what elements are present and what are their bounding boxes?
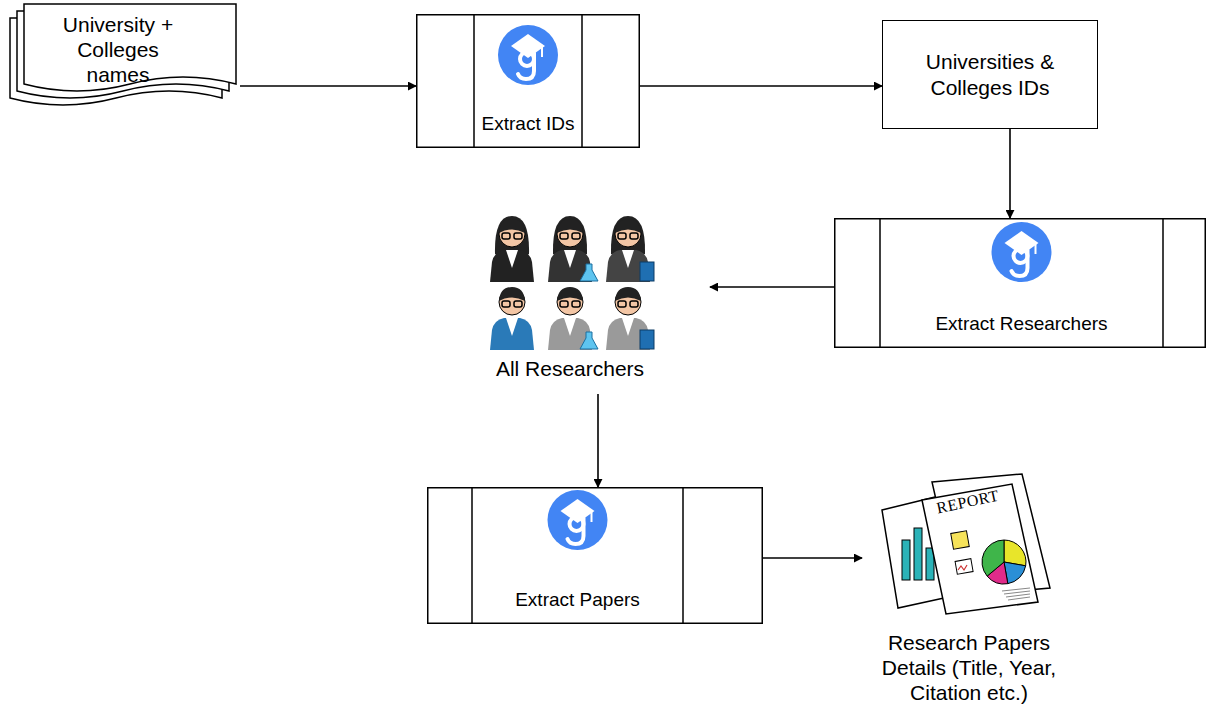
flow-arrow bbox=[240, 85, 416, 87]
node-label: Extract Papers bbox=[472, 589, 683, 612]
researchers-group: All Researchers bbox=[470, 206, 710, 394]
flow-arrow bbox=[597, 394, 599, 487]
researcher-icon bbox=[490, 287, 534, 350]
researcher-icon bbox=[490, 216, 534, 282]
scholar-icon bbox=[498, 25, 558, 85]
document-stack: University + Colleges names bbox=[8, 2, 240, 112]
node-label: All Researchers bbox=[470, 356, 670, 381]
scholar-icon bbox=[992, 222, 1052, 282]
researcher-icon bbox=[548, 216, 598, 282]
scholar-icon bbox=[548, 490, 608, 550]
process-box: Extract IDs bbox=[416, 14, 640, 148]
node-label: Extract IDs bbox=[474, 113, 582, 136]
flow-arrow bbox=[1009, 129, 1011, 218]
node-label: Research Papers Details (Title, Year, Ci… bbox=[862, 630, 1076, 706]
researcher-icon bbox=[548, 287, 598, 350]
process-box: Extract Papers bbox=[427, 487, 763, 624]
node-label: Extract Researchers bbox=[880, 313, 1163, 336]
node-label: Universities & Colleges IDs bbox=[891, 49, 1089, 99]
flow-arrow bbox=[763, 557, 862, 559]
researcher-icon bbox=[606, 216, 654, 282]
data-box: Universities & Colleges IDs bbox=[882, 20, 1098, 129]
process-box: Extract Researchers bbox=[834, 218, 1206, 348]
researcher-icon bbox=[606, 287, 654, 350]
node-label: University + Colleges names bbox=[38, 12, 198, 88]
flow-arrow bbox=[710, 286, 834, 288]
flow-arrow bbox=[640, 85, 882, 87]
